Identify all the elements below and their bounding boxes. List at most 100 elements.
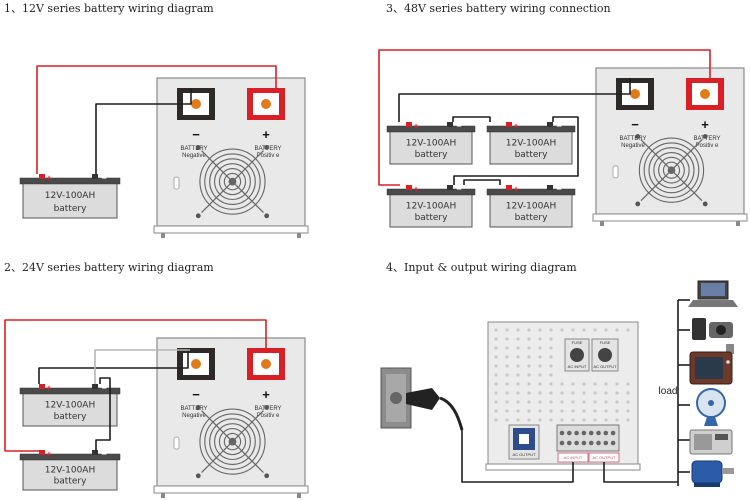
grey-wire-24v (94, 349, 190, 384)
positive-symbol: + (262, 387, 270, 402)
vent-hole (604, 418, 608, 422)
title-24v: 2、24V series battery wiring diagram (4, 261, 214, 274)
vent-hole (494, 346, 498, 350)
battery-model-label: 12V-100AH (506, 138, 556, 148)
vent-hole (494, 355, 498, 359)
fan-ring (199, 408, 266, 475)
ac-output-label: AC OUTPUT (593, 364, 617, 369)
wall-outlet-socket (390, 392, 402, 404)
vent-hole (516, 409, 520, 413)
battery-body (489, 192, 573, 228)
battery-model-label: 12V-100AH (506, 201, 556, 211)
black-wire-48v (398, 78, 631, 122)
vent-hole (494, 391, 498, 395)
vent-hole (538, 391, 542, 395)
vent-hole (626, 409, 630, 413)
fan-ring (658, 156, 685, 184)
battery-negative-post (92, 384, 98, 389)
battery-minus-sign: − (456, 121, 461, 131)
fan-ring (648, 147, 695, 194)
vent-hole (549, 346, 553, 350)
negative-symbol: − (192, 387, 200, 402)
vent-hole (582, 418, 586, 422)
vent-hole (593, 418, 597, 422)
battery-plus-sign: + (46, 173, 51, 183)
vent-hole (505, 328, 509, 332)
vent-hole (560, 409, 564, 413)
vent-hole (505, 400, 509, 404)
battery-lid (19, 453, 121, 461)
vent-hole (527, 409, 531, 413)
fan-hub (667, 166, 676, 175)
positive-terminal-bolt (261, 99, 271, 109)
battery-negative-post (447, 122, 453, 127)
plug-icon (406, 388, 440, 410)
vent-hole (516, 391, 520, 395)
title-io: 4、Input & output wiring diagram (386, 261, 577, 274)
fan-screw (264, 145, 270, 150)
battery-lid (486, 188, 576, 196)
camera-lens (716, 325, 726, 335)
fan-hub (228, 437, 237, 446)
input-wire (461, 430, 574, 483)
vent-hole (538, 409, 542, 413)
vent-hole (527, 355, 531, 359)
terminal-screw (567, 430, 572, 436)
battery-negative-post (547, 185, 553, 190)
radio-dial (715, 434, 728, 440)
positive-label-line1: BATTERY (693, 136, 720, 142)
ac-input-tag-label: AC INPUT (564, 455, 583, 460)
battery-plus-sign: + (513, 121, 518, 131)
positive-terminal-bolt (261, 359, 271, 369)
battery-plus-sign: + (413, 184, 418, 194)
battery-positive-post (39, 384, 45, 389)
vent-hole (560, 328, 564, 332)
battery-body (489, 129, 573, 165)
vent-hole (527, 364, 531, 368)
negative-symbol: − (631, 117, 639, 132)
vent-hole (593, 328, 597, 332)
vent-hole (560, 382, 564, 386)
vent-hole (494, 373, 498, 377)
link-wire-24v (95, 377, 111, 451)
battery-minus-sign: − (101, 173, 106, 183)
terminal-screw (596, 430, 601, 436)
motor-shaft (722, 468, 734, 474)
vent-hole (505, 382, 509, 386)
fan-ring (653, 151, 690, 189)
motor-base (694, 483, 720, 487)
vent-hole (505, 373, 509, 377)
battery-lid (19, 177, 121, 185)
battery-word-label: battery (54, 412, 88, 422)
side-slot (173, 176, 180, 190)
charger-icon (726, 344, 734, 354)
negative-label-line1: BATTERY (180, 406, 207, 412)
inverter-back-base (485, 463, 641, 471)
positive-label-line2: Positiv e (257, 413, 280, 419)
fan-screw (195, 213, 201, 219)
cooling-fan-grille (635, 134, 708, 207)
fan-screw (264, 213, 270, 219)
vent-hole (560, 400, 564, 404)
vent-hole (505, 409, 509, 413)
vent-hole (626, 418, 630, 422)
battery-positive-post (39, 450, 45, 455)
vent-hole (516, 355, 520, 359)
vent-hole (494, 418, 498, 422)
vent-hole (527, 328, 531, 332)
negative-symbol: − (192, 127, 200, 142)
vent-hole (516, 337, 520, 341)
battery-plus-sign: + (46, 449, 51, 459)
terminal-screw (603, 440, 609, 446)
fan-screw (195, 473, 201, 479)
battery-lid (19, 387, 121, 395)
battery-body (22, 457, 118, 491)
ac-output-socket-label: AC OUTPUT (512, 452, 536, 457)
battery-minus-sign: − (556, 184, 561, 194)
battery-minus-sign: − (456, 184, 461, 194)
fan-hub (228, 177, 237, 186)
vent-hole (626, 382, 630, 386)
